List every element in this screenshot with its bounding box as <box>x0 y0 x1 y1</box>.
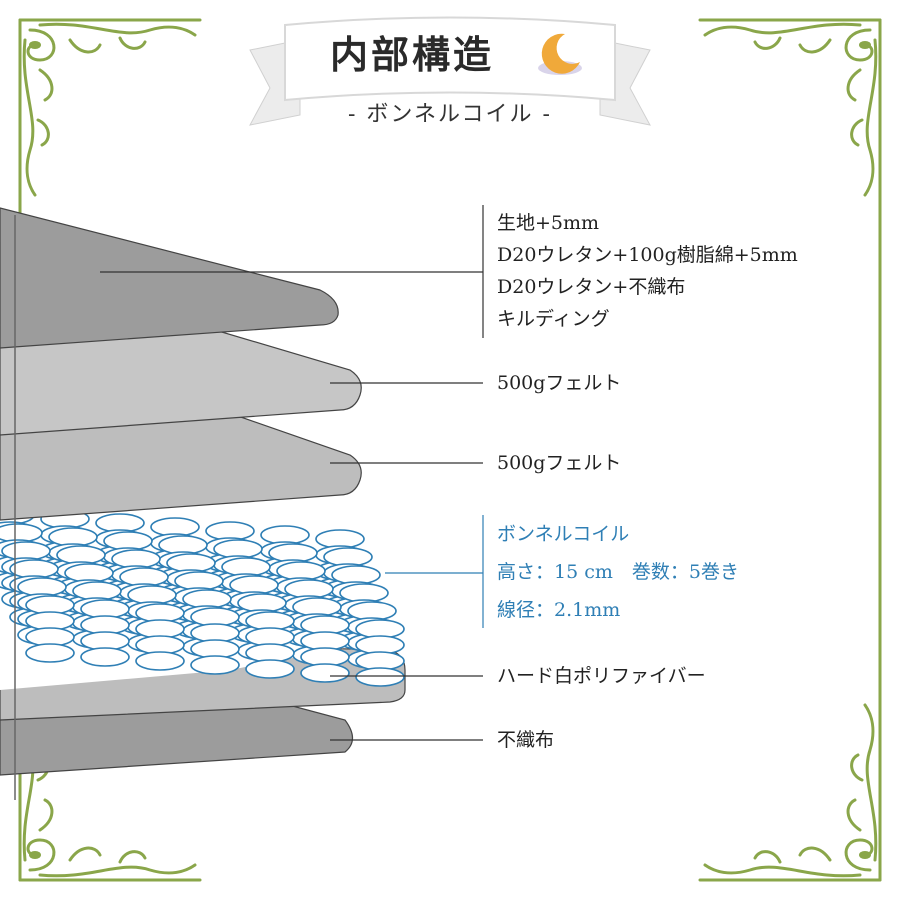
label-top-layer: 生地+5mm D20ウレタン+100g樹脂綿+5mm D20ウレタン+不織布 キ… <box>497 207 798 335</box>
label-coil: ボンネルコイル 高さ：15 cm 巻数：5巻き 線径：2.1mm <box>497 515 739 629</box>
label-line: ボンネルコイル <box>497 523 630 545</box>
vine-ornament-icon <box>698 698 882 882</box>
title-banner <box>249 16 651 126</box>
bonnell-coil-block <box>0 505 405 690</box>
coil-ring <box>300 663 350 683</box>
vine-ornament-icon <box>698 18 882 202</box>
coil-ring <box>80 647 130 667</box>
coil-ring <box>135 651 185 671</box>
label-line: D20ウレタン+不織布 <box>497 276 686 298</box>
label-line: キルディング <box>497 308 610 330</box>
layer-nonwoven <box>0 699 354 776</box>
label-line: 線径：2.1mm <box>497 599 621 621</box>
coil-ring <box>190 655 240 675</box>
page-title: 内部構造 <box>330 32 495 77</box>
label-line: 高さ：15 cm 巻数：5巻き <box>497 561 739 583</box>
label-line: D20ウレタン+100g樹脂綿+5mm <box>497 244 798 266</box>
label-polyfiber: ハード白ポリファイバー <box>497 660 706 692</box>
coil-ring <box>245 659 295 679</box>
page-subtitle: - ボンネルコイル - <box>348 102 552 127</box>
label-line: 500gフェルト <box>497 372 622 394</box>
coil-ring <box>355 667 405 687</box>
layer-quilted-top <box>0 207 339 349</box>
label-line: ハード白ポリファイバー <box>497 665 706 687</box>
crescent-moon-icon <box>538 33 582 75</box>
label-line: 500gフェルト <box>497 452 622 474</box>
layer-felt-1 <box>0 329 362 436</box>
coil-ring <box>25 643 75 663</box>
label-nonwoven: 不織布 <box>497 724 554 756</box>
label-felt-2: 500gフェルト <box>497 447 621 479</box>
vine-ornament-icon <box>18 18 202 202</box>
layer-felt-2 <box>0 414 362 521</box>
label-line: 生地+5mm <box>497 212 600 234</box>
label-felt-1: 500gフェルト <box>497 367 621 399</box>
label-line: 不織布 <box>497 729 555 751</box>
